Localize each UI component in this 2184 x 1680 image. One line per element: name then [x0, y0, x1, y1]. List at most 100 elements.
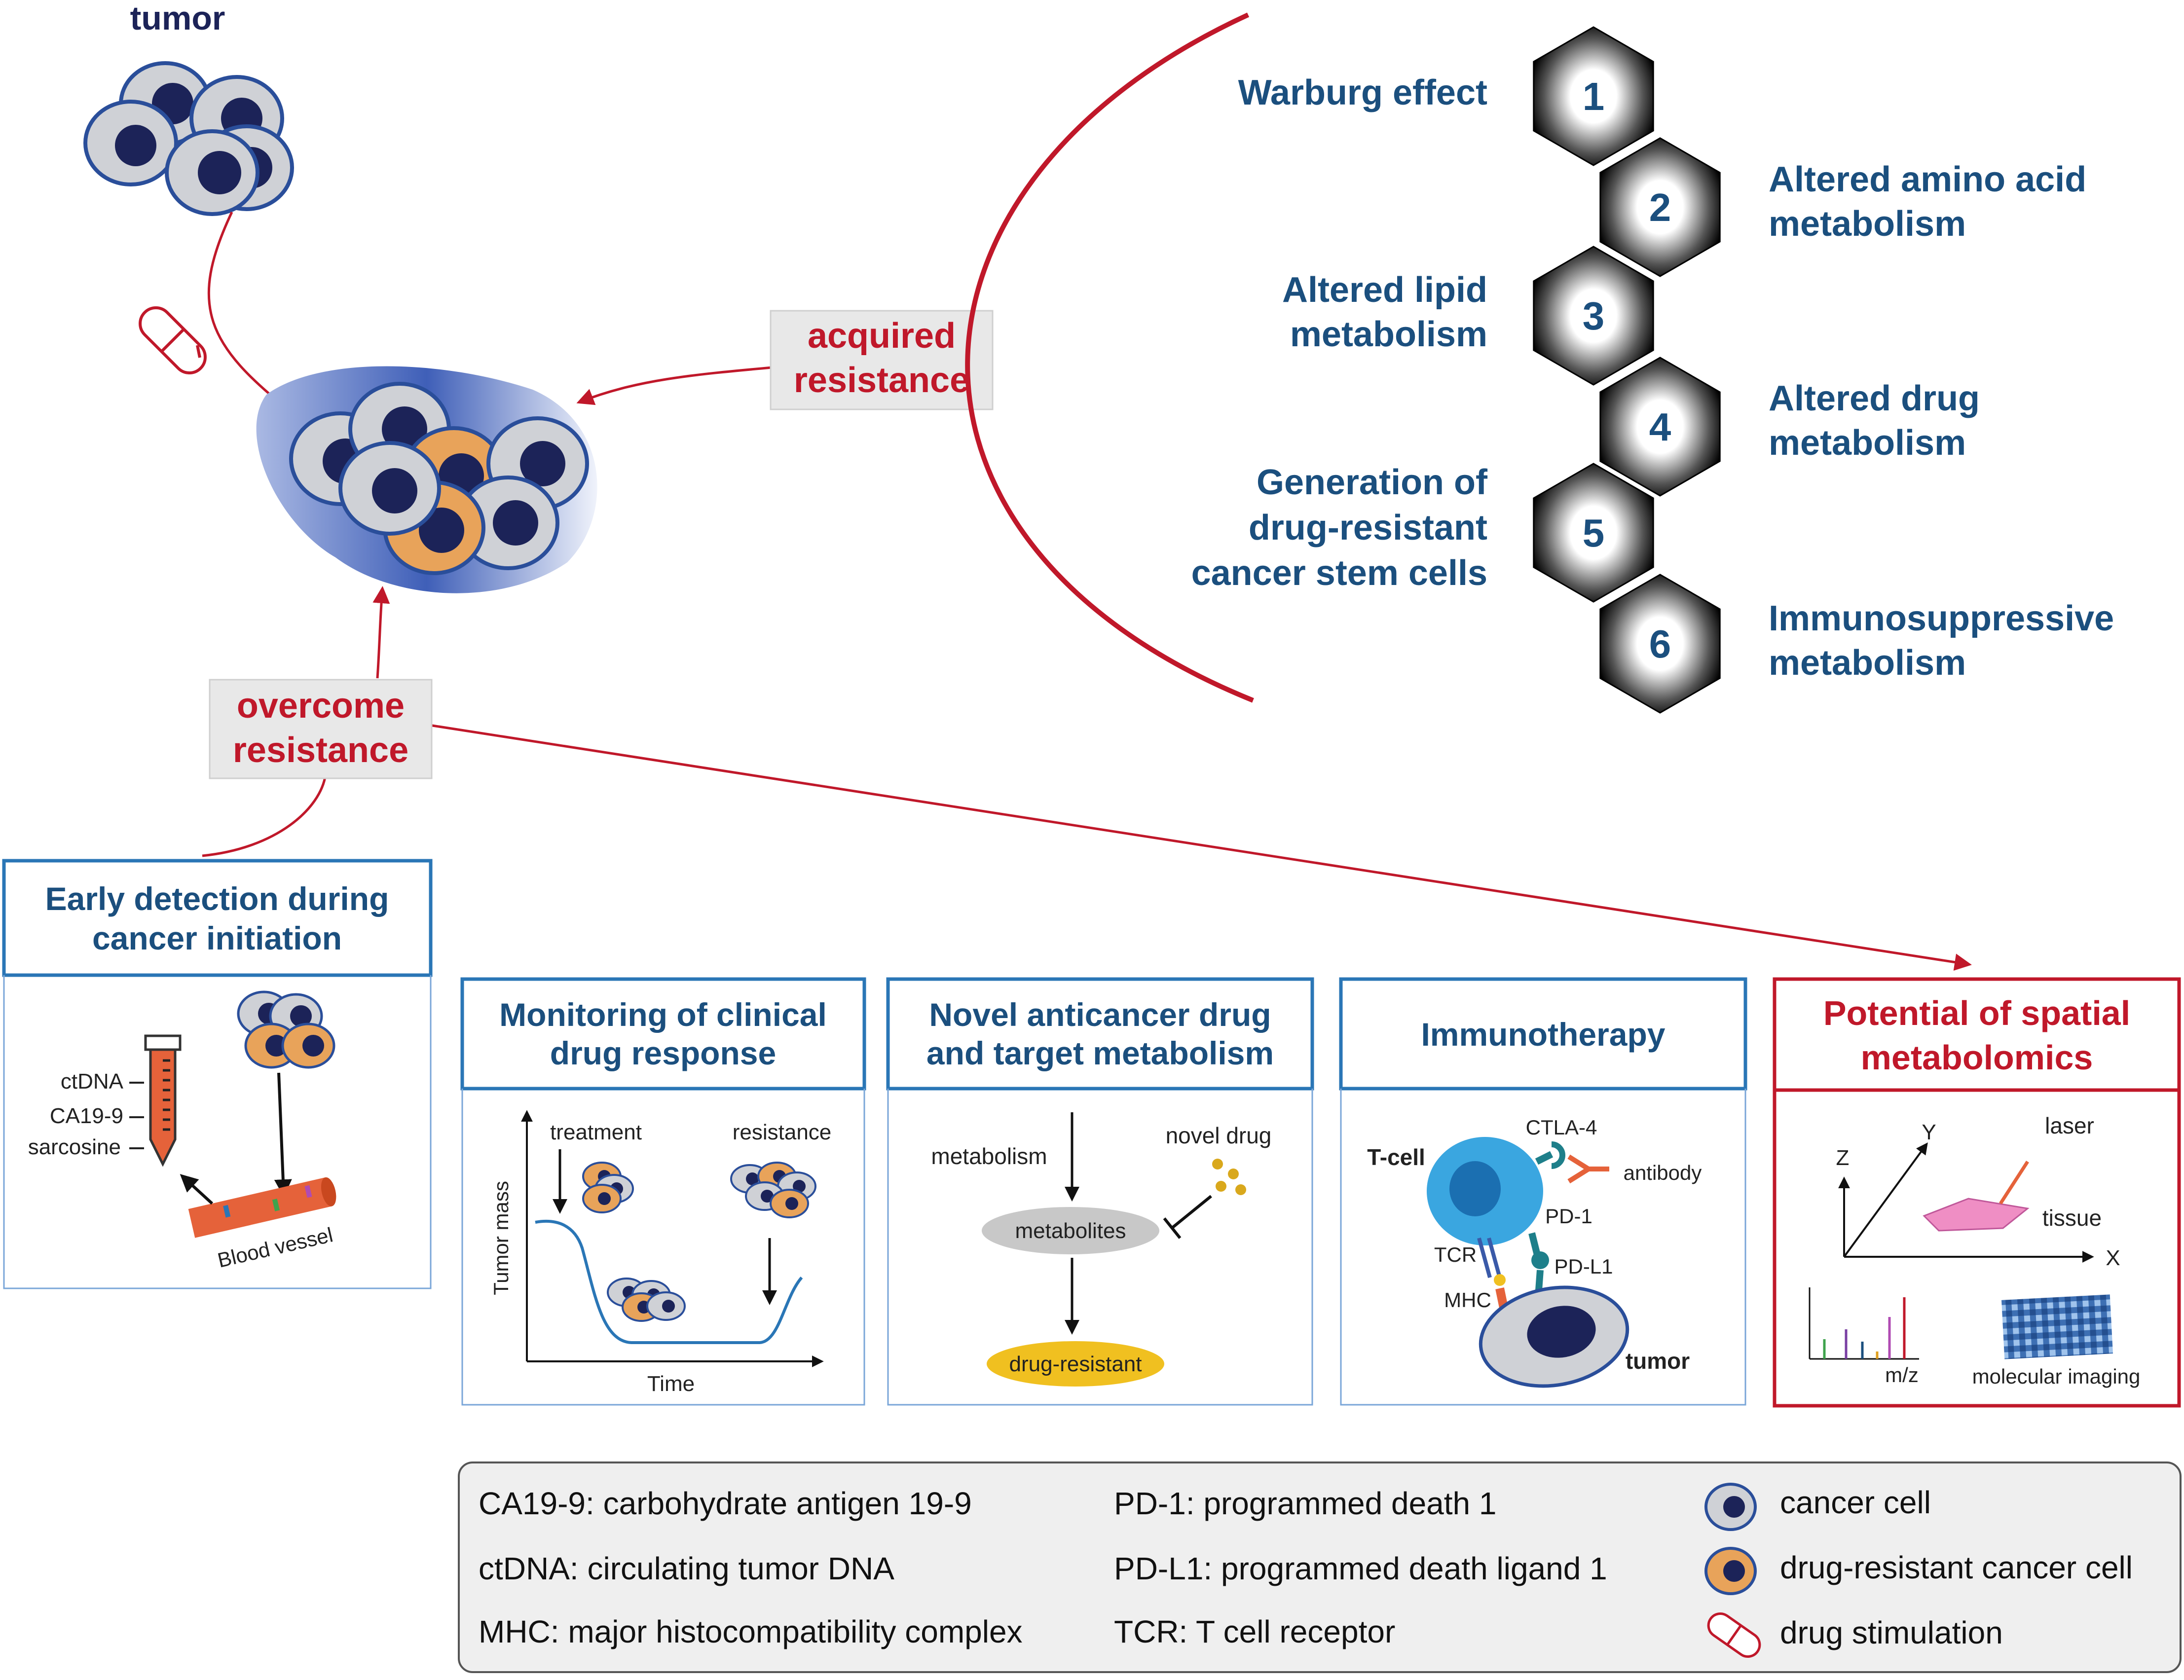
- svg-text:resistance: resistance: [794, 361, 969, 400]
- drug-dots-icon: [1212, 1159, 1246, 1195]
- drug-resistant-cell-legend-icon: [1704, 1547, 1757, 1595]
- tcell-icon: [1427, 1137, 1543, 1245]
- arrow-tumor-to-resistant: [207, 211, 294, 414]
- cancer-cell-legend-icon: [1704, 1483, 1757, 1531]
- drug-resistant-ellipse: [987, 1341, 1164, 1387]
- inhibit-icon: [1163, 1195, 1212, 1239]
- svg-text:metabolism: metabolism: [1769, 643, 1966, 683]
- tumor-cells-top: [83, 61, 294, 216]
- svg-text:metabolism: metabolism: [1769, 204, 1966, 244]
- resistance-label: resistance: [733, 1120, 832, 1144]
- svg-text:drug response: drug response: [550, 1035, 776, 1071]
- x-axis-label: Time: [647, 1372, 695, 1396]
- hex-labels: Warburg effect Altered amino acid metabo…: [1191, 73, 2114, 683]
- tcell-label: T-cell: [1367, 1144, 1425, 1170]
- molecular-imaging-label: molecular imaging: [1972, 1365, 2141, 1388]
- panel-spatial: Potential of spatial metabolomics Z Y X …: [1773, 977, 2181, 1408]
- tube-label-ca199: CA19-9: [50, 1104, 123, 1128]
- hexagon-6: 6: [1599, 574, 1721, 714]
- overcome-resistance-label: overcome resistance: [209, 679, 433, 779]
- pd1-label: PD-1: [1545, 1205, 1592, 1228]
- test-tube-icon: [144, 1034, 182, 1167]
- svg-text:and target metabolism: and target metabolism: [926, 1035, 1274, 1071]
- ctla4-receptor: [1535, 1151, 1554, 1165]
- tumor-cell-icon: [1479, 1285, 1629, 1388]
- legend-item: PD-1: programmed death 1: [1114, 1486, 1497, 1521]
- hexagon-number: 2: [1649, 185, 1671, 229]
- z-axis-label: Z: [1836, 1146, 1850, 1170]
- legend-item: CA19-9: carbohydrate antigen 19-9: [479, 1486, 972, 1521]
- cell-cluster-icon: [607, 1278, 686, 1322]
- hex-label-6: Immunosuppressive: [1769, 599, 2114, 638]
- treatment-label: treatment: [550, 1120, 642, 1144]
- laser-label: laser: [2045, 1113, 2094, 1138]
- legend-item: drug-resistant cancer cell: [1780, 1550, 2133, 1585]
- hexagon-number: 4: [1649, 405, 1671, 449]
- acquired-resistance-label: acquired resistance: [770, 310, 994, 410]
- resistance-arc: [965, 12, 1254, 703]
- arrow-overcome-up: [372, 586, 390, 679]
- arrow-to-spatial: [429, 724, 1972, 971]
- hex-label-4: Altered drug: [1769, 379, 1980, 418]
- hex-label-3: Altered lipid: [1282, 270, 1487, 310]
- hexagon-number: 3: [1583, 294, 1605, 338]
- tumor-label: tumor: [130, 0, 225, 37]
- legend-box: CA19-9: carbohydrate antigen 19-9 ctDNA:…: [458, 1461, 2182, 1673]
- metabolites-label: metabolites: [1015, 1219, 1126, 1243]
- arrow-acquired-resistance: [576, 366, 773, 405]
- x-axis-label: X: [2106, 1246, 2120, 1270]
- hexagon-4: 4: [1599, 357, 1721, 497]
- panel-immunotherapy: Immunotherapy T-cell CTLA-4 antibody PD-…: [1339, 977, 1747, 1406]
- panel-monitoring: Monitoring of clinical drug response Tum…: [460, 977, 866, 1406]
- hexagon-number: 5: [1583, 511, 1605, 555]
- tube-label-sarcosine: sarcosine: [28, 1135, 121, 1159]
- legend-item: ctDNA: circulating tumor DNA: [479, 1551, 894, 1586]
- panel-early-detection: Early detection during cancer initiation…: [2, 859, 433, 1289]
- tcr-label: TCR: [1434, 1243, 1477, 1266]
- y-axis-label: Tumor mass: [489, 1181, 513, 1295]
- panel-title: Immunotherapy: [1421, 1016, 1665, 1053]
- antibody-label: antibody: [1624, 1161, 1702, 1184]
- tissue-sample: [1923, 1198, 2030, 1232]
- tcr-receptor: [1477, 1237, 1506, 1286]
- antibody-icon: [1567, 1154, 1609, 1184]
- panel-novel-drug: Novel anticancer drug and target metabol…: [886, 977, 1314, 1406]
- metabolites-ellipse: [982, 1207, 1159, 1254]
- cell-cluster-icon: [582, 1162, 634, 1213]
- ctla4-label: CTLA-4: [1526, 1116, 1597, 1139]
- hex-label-1: Warburg effect: [1238, 73, 1487, 112]
- hexagon-2: 2: [1599, 137, 1721, 277]
- svg-text:drug-resistant: drug-resistant: [1249, 508, 1487, 548]
- molecular-imaging-mosaic: [2001, 1294, 2113, 1359]
- pdl1-label: PD-L1: [1554, 1255, 1613, 1278]
- hex-label-5: Generation of: [1257, 463, 1488, 502]
- mass-spectrum: [1809, 1287, 1919, 1360]
- hexagon-number: 6: [1649, 622, 1671, 666]
- svg-text:overcome: overcome: [237, 686, 405, 726]
- resistant-tumor-cells: [289, 382, 589, 575]
- novel-drug-label: novel drug: [1166, 1123, 1272, 1148]
- cell-icon: [338, 441, 441, 536]
- panel-title: Early detection during: [45, 880, 389, 917]
- metabolism-label: metabolism: [931, 1143, 1047, 1169]
- mhc-label: MHC: [1444, 1288, 1491, 1312]
- cell-cluster-icon: [237, 990, 335, 1069]
- svg-text:metabolism: metabolism: [1769, 423, 1966, 463]
- hex-label-2: Altered amino acid: [1769, 160, 2086, 199]
- y-axis-label: Y: [1922, 1120, 1936, 1144]
- legend-item: MHC: major histocompatibility complex: [479, 1614, 1023, 1649]
- tumor-mass-curve: [535, 1219, 803, 1344]
- laser-beam: [1999, 1161, 2029, 1205]
- svg-text:resistance: resistance: [233, 730, 408, 770]
- svg-text:metabolism: metabolism: [1290, 315, 1487, 354]
- legend-item: cancer cell: [1780, 1485, 1931, 1520]
- svg-text:metabolomics: metabolomics: [1861, 1038, 2093, 1077]
- cell-icon: [83, 100, 178, 186]
- blood-vessel-icon: [188, 1177, 336, 1238]
- legend-item: PD-L1: programmed death ligand 1: [1114, 1551, 1607, 1586]
- blood-vessel-label: Blood vessel: [215, 1223, 335, 1272]
- drug-pill-legend-icon: [1707, 1612, 1761, 1658]
- svg-text:cancer stem cells: cancer stem cells: [1191, 553, 1487, 593]
- legend-item: TCR: T cell receptor: [1114, 1614, 1395, 1649]
